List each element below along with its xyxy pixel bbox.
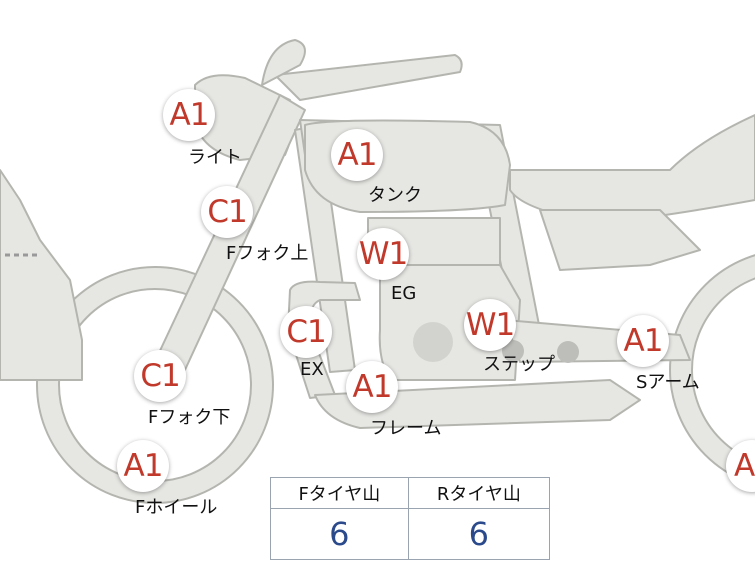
grade-badge-front-wheel: A1 [117, 440, 169, 492]
grade-badge-fork-lower: C1 [134, 350, 186, 402]
part-label-light: ライト [188, 147, 242, 168]
tire-table-header-row: Fタイヤ山 Rタイヤ山 [270, 477, 551, 509]
footstep-right [557, 341, 579, 363]
part-label-fork-lower: Fフォク下 [148, 407, 231, 428]
grade-badge-fork-upper: C1 [201, 186, 253, 238]
tire-table-value-row: 6 6 [270, 508, 551, 560]
handlebar-rise [261, 39, 306, 86]
part-label-front-wheel: Fホイール [135, 497, 218, 518]
part-label-frame: フレーム [370, 418, 442, 439]
grade-badge-rear-wheel: A [726, 440, 755, 492]
grade-badge-tank: A1 [331, 129, 383, 181]
engine-cover [413, 322, 453, 362]
rear-tire-value: 6 [407, 508, 551, 560]
seat [509, 114, 755, 216]
part-label-step: ステップ [483, 354, 555, 375]
part-label-fork-upper: Fフォク上 [226, 243, 309, 264]
part-label-swing-arm: Sアーム [636, 372, 700, 393]
grade-badge-exhaust: C1 [280, 306, 332, 358]
grade-badge-step: W1 [464, 299, 516, 351]
footstep-left [502, 340, 524, 362]
grade-badge-frame: A1 [346, 361, 398, 413]
grade-badge-light: A1 [163, 89, 215, 141]
tire-tread-table: Fタイヤ山 Rタイヤ山 6 6 [270, 477, 551, 560]
front-tire-header: Fタイヤ山 [270, 477, 409, 509]
part-label-tank: タンク [368, 185, 422, 206]
part-label-exhaust: EX [300, 359, 324, 380]
handlebar [274, 54, 463, 101]
rear-tire-inner [691, 277, 755, 463]
front-fender [0, 169, 83, 381]
grade-badge-engine: W1 [357, 228, 409, 280]
rear-frame [539, 209, 701, 271]
part-label-engine: EG [391, 283, 417, 304]
grade-badge-swing-arm: A1 [617, 315, 669, 367]
front-tire-value: 6 [270, 508, 409, 560]
rear-tire-header: Rタイヤ山 [407, 477, 551, 509]
